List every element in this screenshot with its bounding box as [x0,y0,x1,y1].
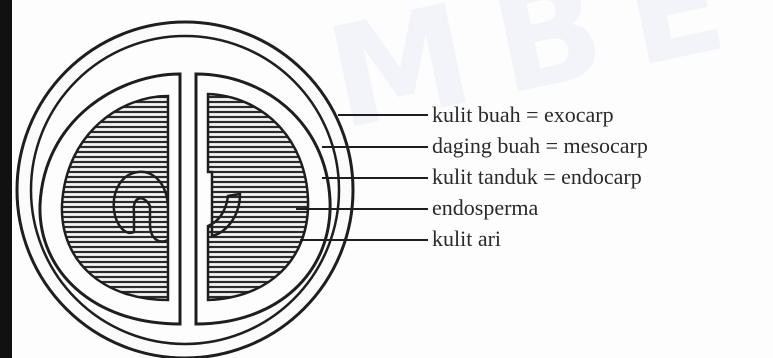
label-endocarp: kulit tanduk = endocarp [432,166,642,188]
left-margin [0,0,12,358]
label-exocarp: kulit buah = exocarp [432,104,614,126]
label-endosperma: endosperma [432,197,538,219]
label-kulit-ari: kulit ari [432,228,501,250]
label-mesocarp: daging buah = mesocarp [432,135,648,157]
